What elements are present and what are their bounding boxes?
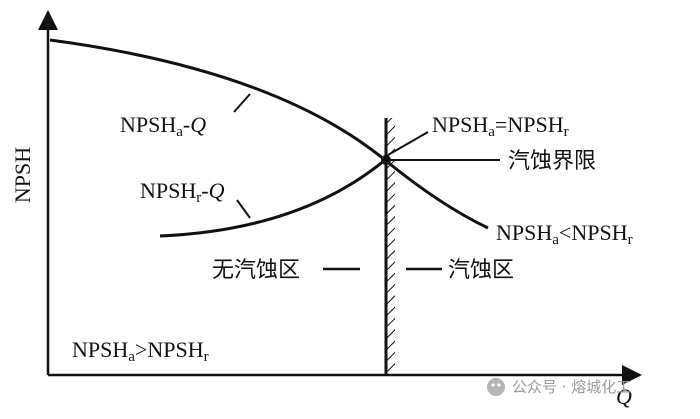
label-npshr-q: NPSHr-Q	[140, 178, 225, 206]
npsha-curve	[49, 38, 489, 230]
x-axis-label: Q	[616, 384, 632, 409]
leader-npshr	[236, 199, 251, 219]
label-npsh-less: NPSHa<NPSHr	[496, 220, 633, 248]
watermark: 公众号 · 熔城化工	[487, 378, 631, 396]
label-cavitation-zone: 汽蚀区	[448, 258, 514, 283]
watermark-text: 公众号 · 熔城化工	[512, 378, 631, 396]
label-npsh-equal: NPSHa=NPSHr	[432, 112, 569, 140]
wechat-icon	[487, 378, 505, 396]
leader-npsha	[233, 93, 251, 113]
label-no-cavitation-zone: 无汽蚀区	[212, 258, 300, 283]
label-npsha-q: NPSHa-Q	[120, 112, 206, 140]
leader-equal	[387, 131, 429, 156]
cavitation-limit-hatch	[386, 118, 395, 375]
npshr-curve	[159, 158, 386, 238]
y-axis-label: NPSH	[10, 147, 35, 203]
label-npsh-greater: NPSHa>NPSHr	[72, 337, 209, 365]
label-cavitation-limit: 汽蚀界限	[508, 149, 596, 174]
